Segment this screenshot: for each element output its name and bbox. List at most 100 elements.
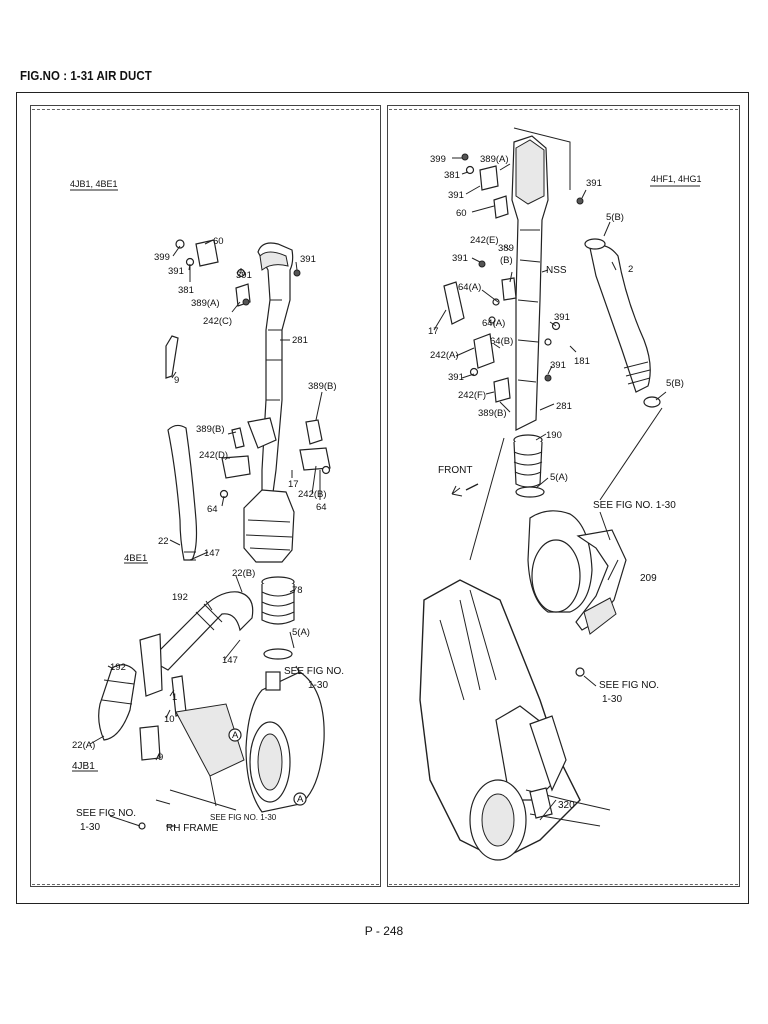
- part-9: 9: [174, 375, 179, 386]
- part-1: 1: [172, 692, 177, 703]
- upper-air-duct-281: [243, 242, 295, 563]
- part-391: 391: [554, 312, 570, 323]
- see-fig-note: SEE FIG NO.: [284, 666, 344, 677]
- part-242c: 242(C): [203, 316, 232, 327]
- see-fig-note: SEE FIG NO.: [76, 808, 136, 819]
- left-panel-header: 4JB1, 4BE1: [70, 179, 118, 189]
- right-panel-top-dashed-rule: [389, 109, 738, 110]
- air-cleaner: [245, 671, 325, 813]
- part-391: 391: [236, 270, 252, 281]
- part-391: 391: [550, 360, 566, 371]
- part-391: 391: [300, 254, 316, 265]
- part-64: 64: [207, 504, 218, 515]
- part-389a: 389(A): [480, 154, 509, 165]
- part-192: 192: [172, 592, 188, 603]
- part-78: 78: [292, 585, 303, 596]
- see-fig-note: SEE FIG NO. 1-30: [593, 500, 676, 511]
- part-60: 60: [213, 236, 224, 247]
- figure-title: FIG.NO : 1-31 AIR DUCT: [20, 68, 152, 83]
- part-209: 209: [640, 573, 657, 584]
- bellows-190: [513, 434, 545, 498]
- part-5a: 5(A): [550, 472, 568, 483]
- part-242d: 242(D): [199, 450, 228, 461]
- part-147: 147: [222, 655, 238, 666]
- callout-a: A: [297, 794, 304, 805]
- left-panel-bottom-dashed-rule: [32, 884, 379, 885]
- part-391: 391: [448, 190, 464, 201]
- part-281: 281: [292, 335, 308, 346]
- hose-2: [584, 238, 661, 408]
- left-brackets-hardware: [138, 239, 331, 830]
- part-5b: 5(B): [666, 378, 684, 389]
- part-281: 281: [556, 401, 572, 412]
- part-242f: 242(F): [458, 390, 486, 401]
- part-nss: NSS: [546, 265, 567, 276]
- part-391: 391: [586, 178, 602, 189]
- part-389b: 389(B): [308, 381, 337, 392]
- part-5a: 5(A): [292, 627, 310, 638]
- left-panel-top-dashed-rule: [32, 109, 379, 110]
- part-399: 399: [154, 252, 170, 263]
- hose-22: [167, 424, 198, 561]
- part-389-suffix: (B): [500, 255, 513, 266]
- part-391: 391: [452, 253, 468, 264]
- part-391: 391: [168, 266, 184, 277]
- part-17: 17: [428, 326, 439, 337]
- front-direction-label: FRONT: [438, 465, 472, 476]
- right-leader-lines: [433, 157, 667, 821]
- part-381: 381: [178, 285, 194, 296]
- figure-frame: [16, 92, 749, 904]
- right-brackets-hardware: [443, 153, 584, 403]
- page-number: P - 248: [364, 924, 404, 938]
- part-190: 190: [546, 430, 562, 441]
- part-389a: 389(A): [191, 298, 220, 309]
- part-242b: 242(B): [298, 489, 327, 500]
- part-64: 64: [316, 502, 327, 513]
- part-389b: 389(B): [196, 424, 225, 435]
- part-64b: 64(B): [490, 336, 513, 347]
- part-17: 17: [288, 479, 299, 490]
- see-fig-note: 1-30: [80, 822, 100, 833]
- part-22: 22: [158, 536, 169, 547]
- part-5b: 5(B): [606, 212, 624, 223]
- intake-pipe-192: [98, 591, 254, 741]
- see-fig-note: 1-30: [602, 694, 622, 705]
- right-panel-header: 4HF1, 4HG1: [651, 174, 702, 184]
- air-cleaner-housing: [527, 510, 627, 677]
- part-64a: 64(A): [482, 318, 505, 329]
- part-389b: 389(B): [478, 408, 507, 419]
- part-22b: 22(B): [232, 568, 255, 579]
- engine-outline: [419, 579, 611, 861]
- part-399: 399: [430, 154, 446, 165]
- part-147: 147: [204, 548, 220, 559]
- engine-4jb1: 4JB1: [72, 761, 95, 772]
- part-391: 391: [448, 372, 464, 383]
- right-panel-drawing: 4HF1, 4HG1 399 389(A) 381 391 60 391 5(B…: [419, 127, 702, 861]
- left-leader-lines: [89, 239, 323, 827]
- part-242e: 242(E): [470, 235, 499, 246]
- see-fig-note: 1-30: [308, 680, 328, 691]
- part-9: 9: [158, 752, 163, 763]
- see-fig-note: SEE FIG NO. 1-30: [210, 813, 277, 822]
- part-60: 60: [456, 208, 467, 219]
- engine-4be1: 4BE1: [124, 553, 147, 564]
- part-64a: 64(A): [458, 282, 481, 293]
- part-242a: 242(A): [430, 350, 459, 361]
- part-320: 320: [558, 800, 575, 811]
- left-part-labels: 4JB1, 4BE1 399 60 391 391 391 381 389(A)…: [70, 179, 344, 834]
- part-22a: 22(A): [72, 740, 95, 751]
- right-part-labels: 4HF1, 4HG1 399 389(A) 381 391 60 391 5(B…: [428, 154, 702, 811]
- part-10: 10: [164, 714, 175, 725]
- right-panel: [387, 105, 740, 887]
- hose-78: [261, 576, 295, 660]
- part-181: 181: [574, 356, 590, 367]
- intake-duct-281: [511, 127, 571, 431]
- part-381: 381: [444, 170, 460, 181]
- see-fig-note: SEE FIG NO.: [599, 680, 659, 691]
- rh-frame-label: RH FRAME: [166, 823, 219, 834]
- part-192: 192: [110, 662, 126, 673]
- left-panel-drawing: 4JB1, 4BE1 399 60 391 391 391 381 389(A)…: [70, 179, 344, 834]
- part-389: 389: [498, 243, 514, 254]
- part-2: 2: [628, 264, 633, 275]
